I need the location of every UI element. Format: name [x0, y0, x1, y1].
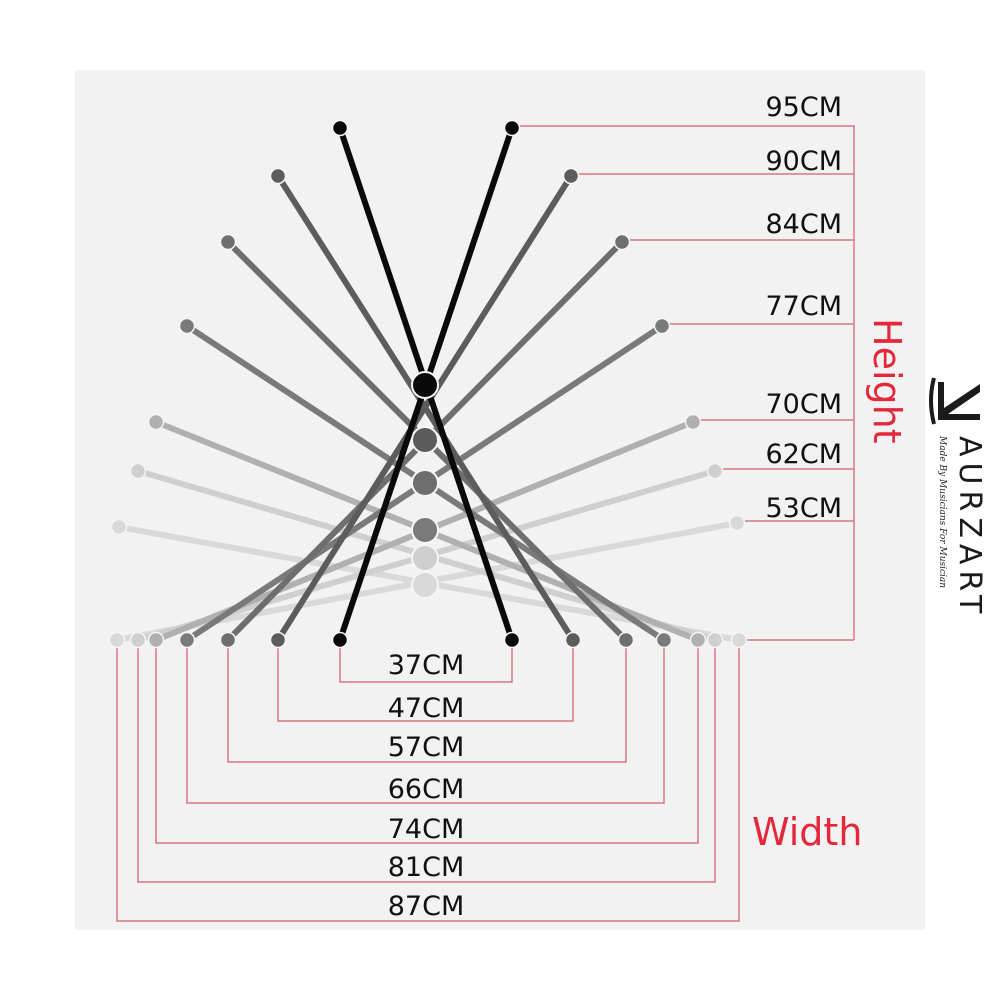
pivot-joint	[411, 426, 439, 454]
height-label: 95CM	[765, 92, 842, 123]
height-label: 62CM	[765, 439, 842, 470]
leg-end-cap	[613, 233, 631, 251]
brand-tagline: Made By Musicians For Musician	[937, 435, 947, 588]
leg-end-cap	[689, 631, 707, 649]
leg-end-cap	[147, 413, 165, 431]
leg-end-cap	[129, 631, 147, 649]
width-label: 47CM	[388, 693, 465, 724]
width-label: 57CM	[388, 732, 465, 763]
leg-end-cap	[728, 514, 746, 532]
leg-end-cap	[503, 119, 521, 137]
pivot-joint	[411, 516, 439, 544]
width-title: Width	[752, 810, 862, 854]
leg-end-cap	[178, 631, 196, 649]
brand-name: AURZART	[952, 436, 987, 619]
leg-end-cap	[684, 413, 702, 431]
pivot-joint	[411, 371, 439, 399]
height-label: 84CM	[765, 209, 842, 240]
width-guide-line	[137, 640, 716, 883]
leg-end-cap	[655, 631, 673, 649]
leg-pair	[269, 167, 582, 649]
leg-end-cap	[730, 631, 748, 649]
leg-end-cap	[219, 233, 237, 251]
width-label: 81CM	[388, 852, 465, 883]
brand-logo: AURZART Made By Musicians For Musician	[929, 377, 987, 619]
pivot-joint	[411, 469, 439, 497]
width-label: 37CM	[388, 650, 465, 681]
leg-end-cap	[562, 167, 580, 185]
height-label: 53CM	[765, 493, 842, 524]
leg-end-cap	[269, 631, 287, 649]
width-guide-line	[155, 640, 699, 844]
pivot-joint	[411, 571, 439, 599]
leg-end-cap	[178, 317, 196, 335]
leg-end-cap	[108, 631, 126, 649]
width-guide-line	[186, 640, 665, 804]
height-labels: 95CM 90CM 84CM 77CM 70CM 62CM 53CM	[765, 92, 842, 524]
width-label: 87CM	[388, 891, 465, 922]
width-guide-line	[116, 640, 740, 922]
height-label: 90CM	[765, 146, 842, 177]
stand-legs	[108, 119, 748, 649]
leg-end-cap	[564, 631, 582, 649]
width-label: 66CM	[388, 774, 465, 805]
height-label: 70CM	[765, 389, 842, 420]
width-label: 74CM	[388, 814, 465, 845]
leg-end-cap	[331, 631, 349, 649]
height-label: 77CM	[765, 291, 842, 322]
width-guide-line	[339, 640, 513, 683]
leg-end-cap	[503, 631, 521, 649]
guide-lines	[116, 125, 855, 922]
height-title: Height	[865, 318, 909, 444]
brand-logo-mark	[929, 377, 980, 425]
leg-end-cap	[147, 631, 165, 649]
leg-end-cap	[706, 462, 724, 480]
leg-end-cap	[269, 167, 287, 185]
width-guide-line	[227, 640, 627, 763]
leg-end-cap	[219, 631, 237, 649]
pivot-joint	[411, 544, 439, 572]
width-labels: 37CM 47CM 57CM 66CM 74CM 81CM 87CM	[388, 650, 465, 922]
leg-pair	[331, 119, 521, 649]
leg-end-cap	[617, 631, 635, 649]
leg-bar	[275, 173, 574, 643]
leg-end-cap	[706, 631, 724, 649]
leg-end-cap	[110, 518, 128, 536]
width-guide-line	[277, 640, 574, 722]
leg-end-cap	[331, 119, 349, 137]
leg-end-cap	[129, 462, 147, 480]
leg-end-cap	[653, 317, 671, 335]
